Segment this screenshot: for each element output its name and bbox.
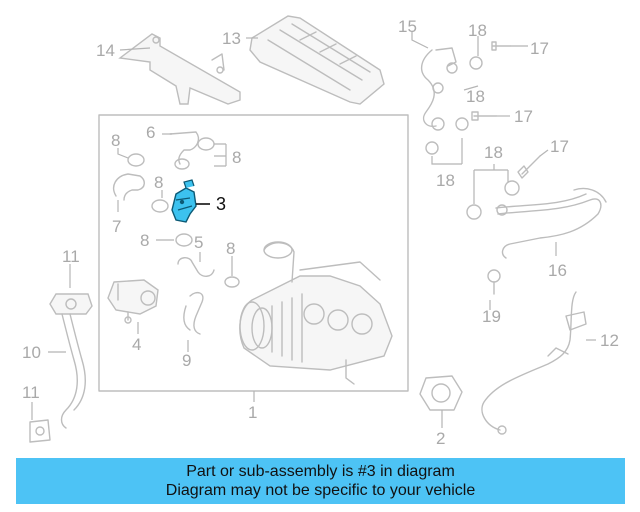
part-11-gasket-lower — [29, 419, 51, 443]
part-15-oil-line — [421, 47, 458, 131]
part-2-gasket — [419, 375, 463, 411]
callout-6: 6 — [146, 123, 155, 142]
part-13-heat-shield — [249, 15, 385, 105]
part-16-coolant-pipe — [495, 187, 607, 259]
callout-17-mid: 17 — [514, 107, 533, 126]
part-4-solenoid-valve — [107, 279, 159, 324]
callout-18-top: 18 — [468, 21, 487, 40]
callout-12: 12 — [600, 331, 619, 350]
callout-4: 4 — [132, 335, 141, 354]
leader-lines — [31, 32, 596, 428]
info-banner: Part or sub-assembly is #3 in diagram Di… — [16, 458, 625, 504]
part-17-bolt-lower — [517, 155, 541, 179]
part-18-washer-d — [466, 204, 482, 220]
callout-10: 10 — [22, 343, 41, 362]
part-8-clamp-e — [224, 276, 240, 288]
callout-18-right: 18 — [484, 143, 503, 162]
part-14-bracket — [118, 33, 241, 105]
callout-8-c: 8 — [154, 173, 163, 192]
callout-7: 7 — [112, 217, 121, 236]
part-5-hose — [177, 257, 215, 277]
banner-line-disclaimer: Diagram may not be specific to your vehi… — [165, 482, 476, 499]
turbocharger-assembly — [239, 241, 393, 385]
callout-8-e: 8 — [226, 239, 235, 258]
callout-18-mid: 18 — [466, 87, 485, 106]
callout-1: 1 — [248, 403, 257, 422]
part-8-clamp-a — [127, 153, 145, 167]
callout-8-d: 8 — [140, 231, 149, 250]
part-17-bolt-upper — [491, 41, 511, 51]
part-9-hose — [183, 291, 204, 335]
callout-5: 5 — [194, 233, 203, 252]
callout-17-top: 17 — [530, 39, 549, 58]
callout-16: 16 — [548, 261, 567, 280]
callout-19: 19 — [482, 307, 501, 326]
part-18-washer-a — [469, 56, 483, 70]
callout-14: 14 — [96, 41, 115, 60]
part-3-valve-highlighted — [171, 179, 197, 223]
callout-15: 15 — [398, 17, 417, 36]
callout-2: 2 — [436, 429, 445, 448]
part-12-oil-return-line — [481, 291, 587, 435]
part-8-clamp-d — [175, 233, 193, 247]
part-11-flange-upper — [49, 293, 93, 315]
part-19-banjo-bolt — [487, 269, 501, 295]
callout-3-highlighted: 3 — [216, 194, 226, 214]
part-6-hose — [169, 131, 215, 165]
callout-8-b: 8 — [232, 148, 241, 167]
part-8-clamp-b — [174, 158, 190, 170]
exploded-parts-diagram: 14 13 15 18 17 18 17 6 8 8 18 18 17 8 7 … — [22, 15, 619, 448]
part-10-egr-pipe — [60, 313, 86, 429]
callout-17-lower: 17 — [550, 137, 569, 156]
part-8-clamp-c — [151, 199, 169, 213]
part-7-hose — [112, 173, 145, 201]
part-18-washer-c — [425, 141, 439, 155]
part-18-washer-e — [504, 180, 520, 196]
callout-18-left: 18 — [436, 171, 455, 190]
part-17-bolt-middle — [471, 111, 497, 121]
callout-11-upper: 11 — [62, 247, 80, 266]
banner-line-part-number: Part or sub-assembly is #3 in diagram — [186, 463, 455, 480]
callout-11-lower: 11 — [22, 383, 40, 402]
part-18-washer-b — [455, 117, 469, 131]
callout-13: 13 — [222, 29, 241, 48]
callout-8-a: 8 — [111, 131, 120, 150]
callout-9: 9 — [182, 351, 191, 370]
